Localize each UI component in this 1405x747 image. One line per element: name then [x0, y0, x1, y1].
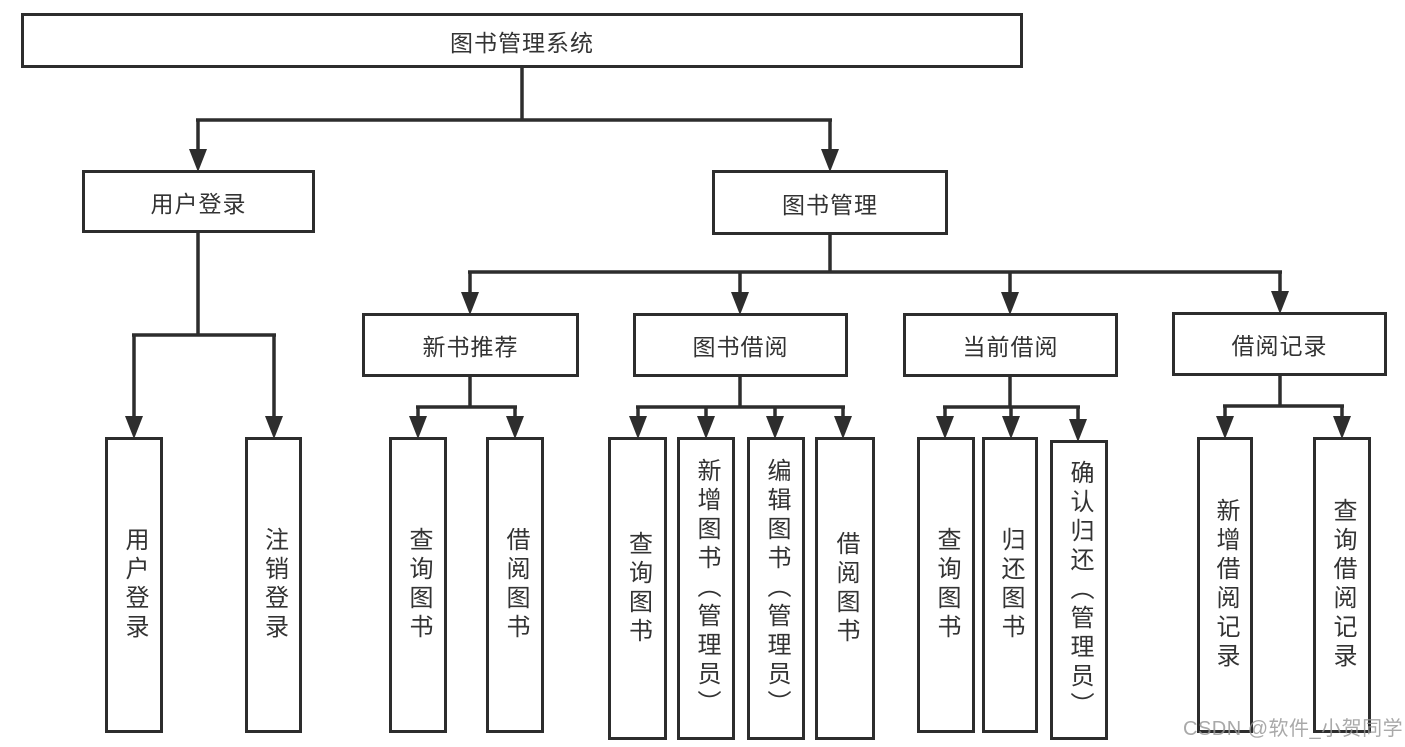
watermark: CSDN @软件_小贺同学: [1183, 718, 1404, 740]
node-leaf-query-books-recommend: 查询图书: [389, 437, 447, 733]
node-book-borrowing: 图书借阅: [633, 313, 848, 377]
node-leaf-borrow-books-recommend: 借阅图书: [486, 437, 544, 733]
node-book-management-system: 图书管理系统: [21, 13, 1023, 68]
node-leaf-return-books: 归还图书: [982, 437, 1038, 733]
node-leaf-query-books-current: 查询图书: [917, 437, 975, 733]
node-leaf-user-login: 用户登录: [105, 437, 163, 733]
node-user-login: 用户登录: [82, 170, 315, 233]
node-leaf-query-borrow-record: 查询借阅记录: [1313, 437, 1371, 733]
node-current-borrowing: 当前借阅: [903, 313, 1118, 377]
node-leaf-edit-books-admin: 编辑图书（管理员）: [747, 437, 805, 740]
node-leaf-logout: 注销登录: [245, 437, 302, 733]
node-leaf-query-books-borrowing: 查询图书: [608, 437, 667, 740]
node-book-management: 图书管理: [712, 170, 948, 235]
node-leaf-add-books-admin: 新增图书（管理员）: [677, 437, 735, 740]
node-leaf-add-borrow-record: 新增借阅记录: [1197, 437, 1253, 733]
node-new-book-recommendation: 新书推荐: [362, 313, 579, 377]
node-leaf-confirm-return-admin: 确认归还（管理员）: [1050, 440, 1108, 740]
node-borrowing-records: 借阅记录: [1172, 312, 1387, 376]
node-leaf-borrow-books-borrowing: 借阅图书: [815, 437, 875, 740]
